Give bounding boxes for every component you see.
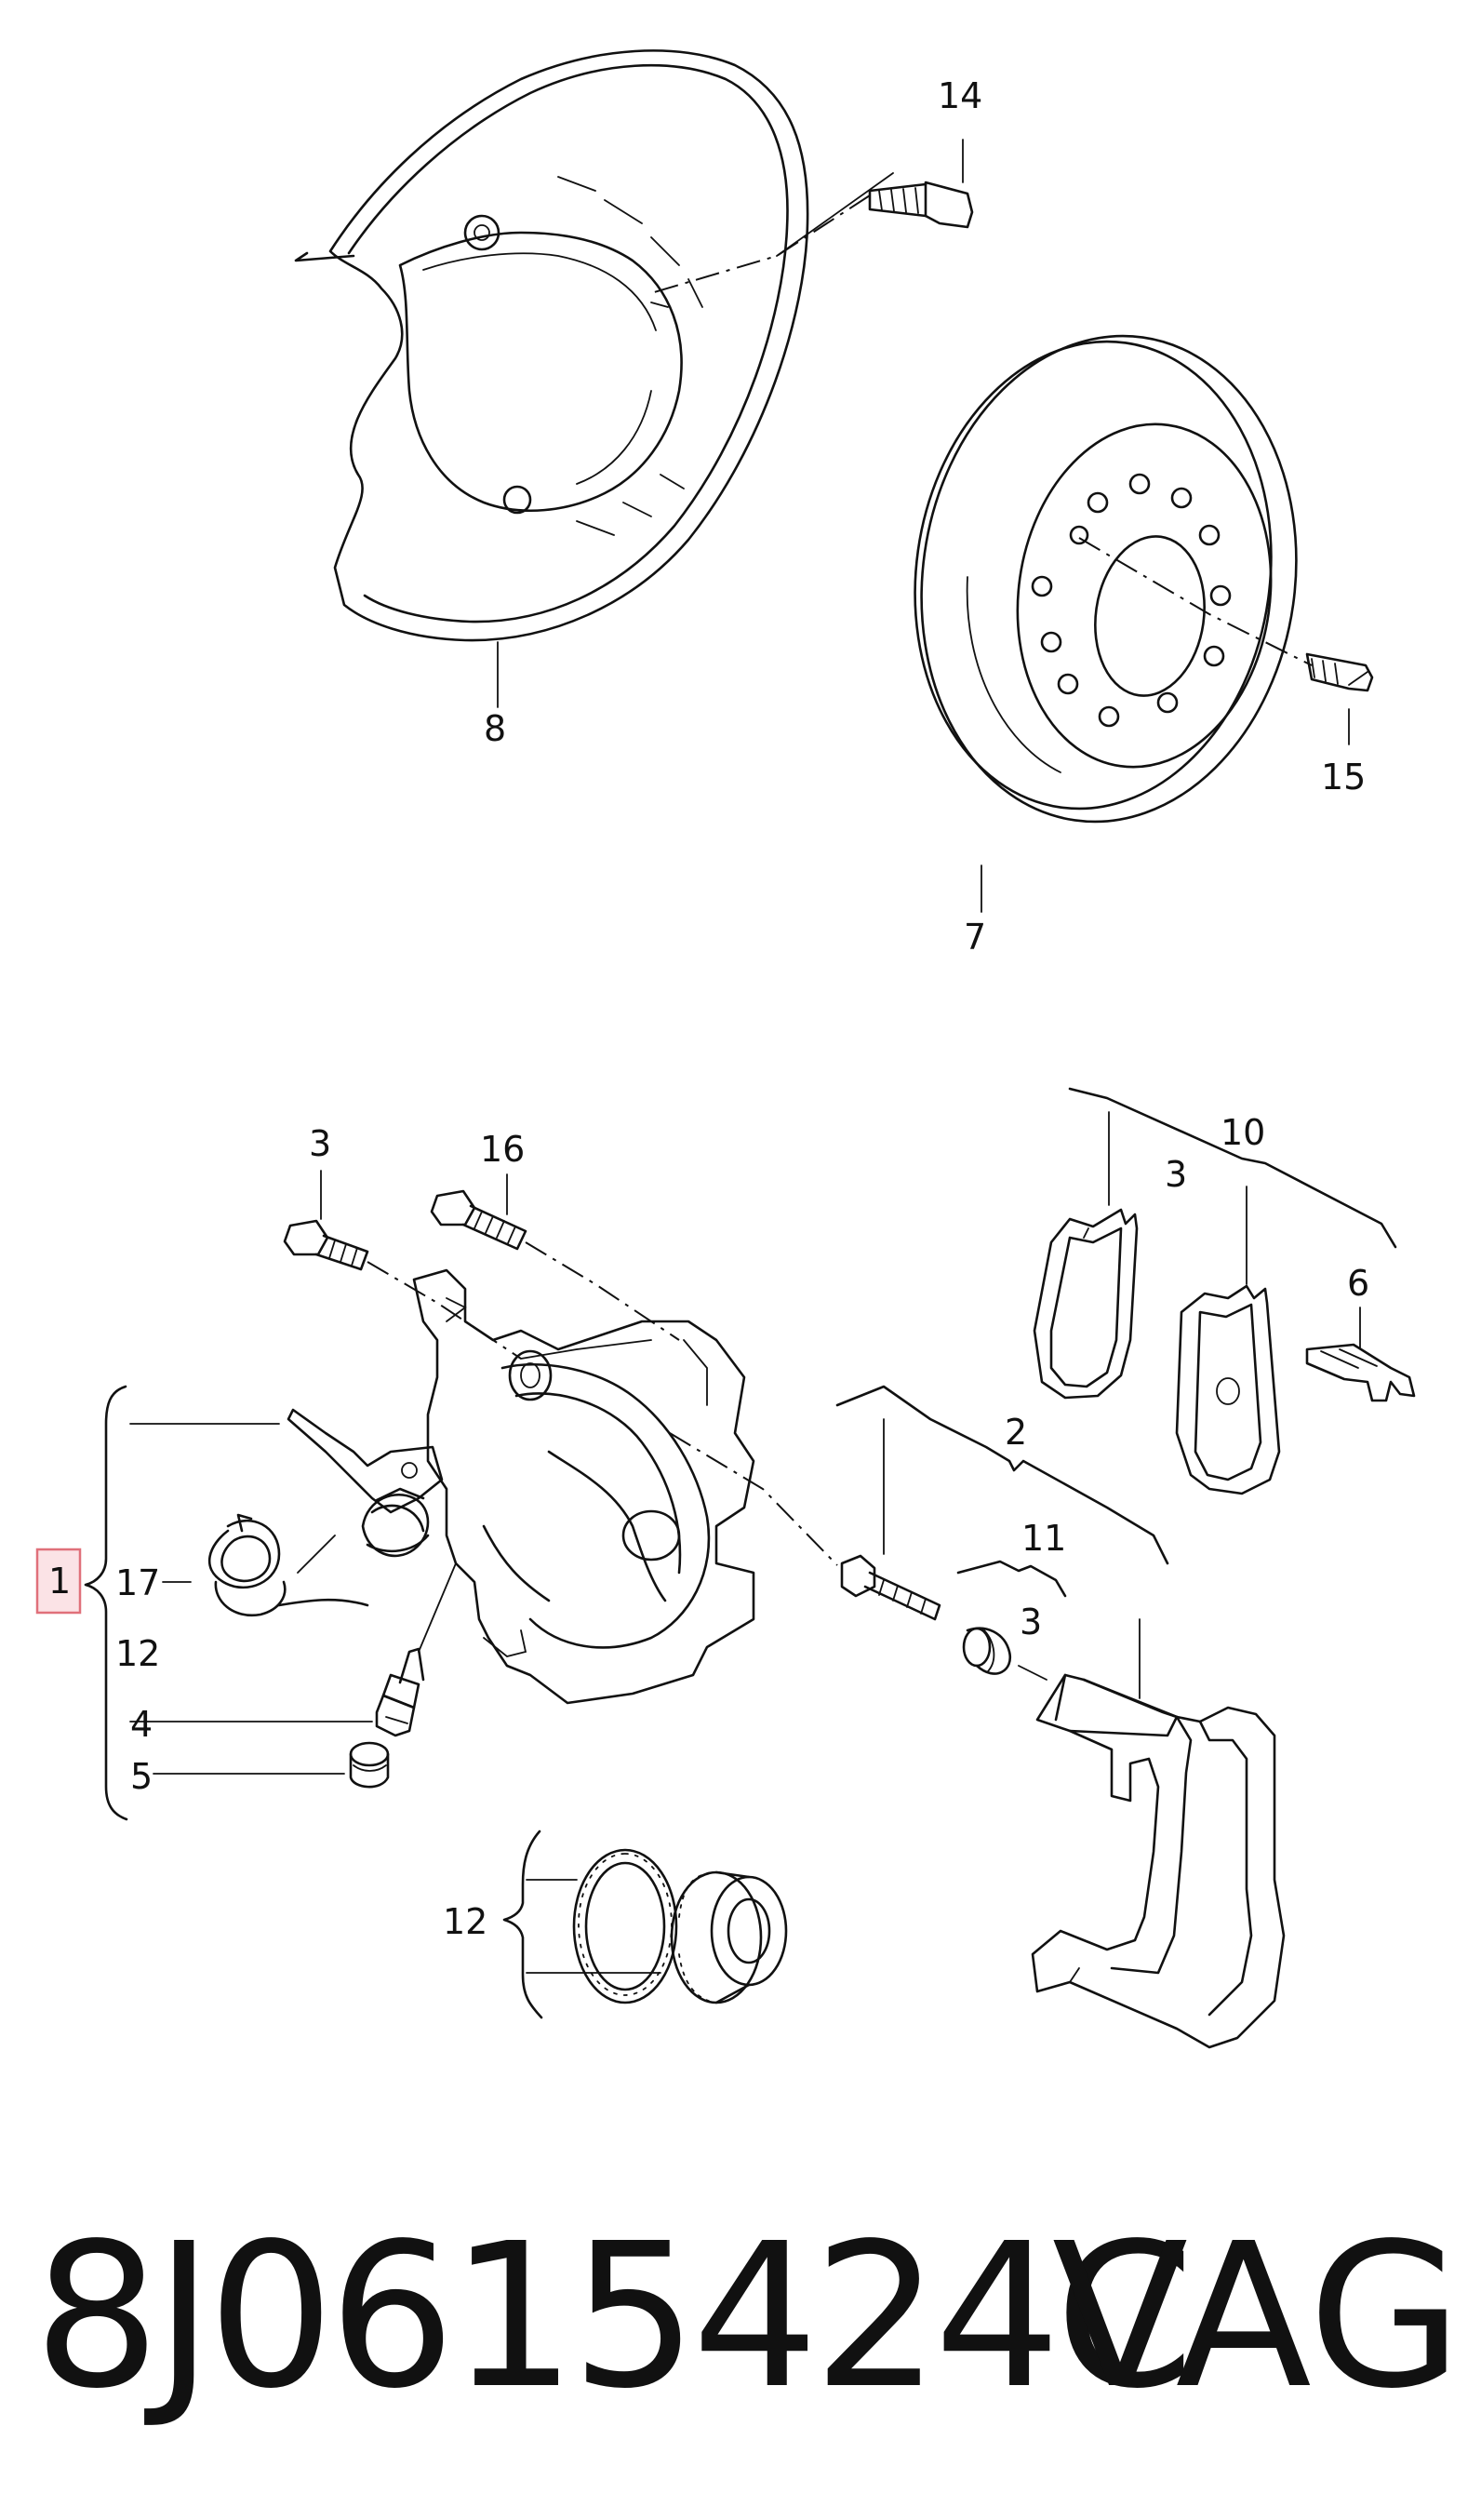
callout-11: 11: [1021, 1518, 1066, 1559]
assembly-bracket-1: [84, 1385, 373, 1821]
brake-assembly-diagram: 8 14 7 15: [35, 49, 1416, 2049]
bleed-valve-part-4: [375, 1562, 457, 1737]
screw-part-15: [1305, 652, 1374, 745]
callout-6: 6: [1347, 1263, 1369, 1304]
caliper-spring: [361, 1487, 430, 1558]
caliper-housing: [412, 1268, 755, 1705]
bracket-11-line: [956, 1560, 1067, 1598]
brake-pad-left: [1033, 1208, 1139, 1400]
caliper-carrier: [1031, 1618, 1286, 2049]
callout-5: 5: [130, 1756, 153, 1797]
callout-10: 10: [1221, 1112, 1265, 1153]
bolt-part-3: [283, 1170, 522, 1360]
callout-3-pad: 3: [1165, 1154, 1187, 1195]
callout-1: 1: [48, 1561, 71, 1602]
callout-15: 15: [1321, 757, 1366, 798]
backing-plate-part-8: [294, 49, 809, 708]
guide-sleeve-part-11: [962, 1627, 1047, 1681]
coil-spring-part-17: [207, 1513, 369, 1617]
callout-2: 2: [1005, 1412, 1027, 1453]
seal-ring: [572, 1848, 678, 2004]
callout-16: 16: [480, 1129, 525, 1170]
guide-pin-part-2: [669, 1418, 941, 1621]
callout-12-lower: 12: [443, 1901, 487, 1942]
brake-pad-right: [1175, 1284, 1281, 1495]
handbrake-lever: [287, 1408, 444, 1514]
brand-label: VAG: [1051, 2201, 1462, 2433]
callout-3-bolt: 3: [309, 1123, 331, 1164]
callout-17: 17: [115, 1562, 160, 1603]
anti-rattle-clip-part-6: [1305, 1307, 1416, 1402]
callout-14: 14: [938, 75, 982, 116]
callout-8: 8: [484, 708, 506, 749]
callout-3-sleeve: 3: [1020, 1602, 1042, 1642]
bracket-10-line: [1068, 1087, 1397, 1249]
callout-1-highlight-box: [35, 1548, 82, 1615]
callout-4: 4: [130, 1704, 153, 1745]
callout-7: 7: [964, 917, 986, 958]
bolt-part-16: [430, 1173, 680, 1341]
callout-12-upper: 12: [115, 1633, 160, 1674]
bolt-part-14: [650, 139, 974, 294]
footer: 8J0615424C VAG: [0, 2178, 1481, 2457]
part-number: 8J0615424C: [33, 2201, 1194, 2433]
repair-kit-part-12: [502, 1830, 788, 2019]
bracket-2-line: [835, 1385, 1169, 1565]
dust-cap-part-5: [349, 1741, 390, 1789]
brake-disc-part-7: [914, 334, 1313, 913]
piston-boot: [670, 1870, 763, 2004]
